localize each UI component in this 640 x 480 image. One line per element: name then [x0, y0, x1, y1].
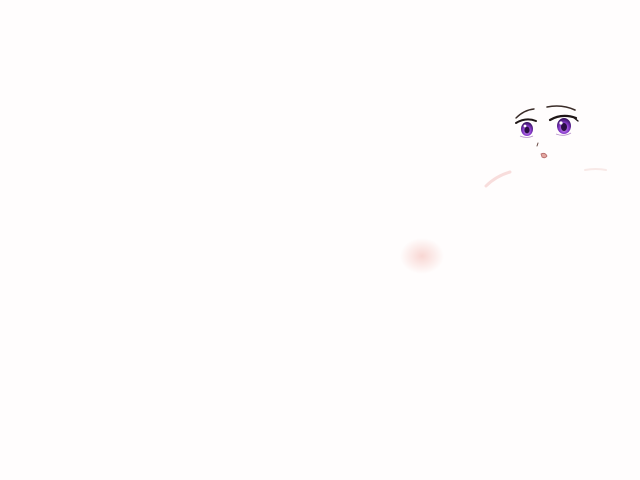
- shoulder-shadow: [484, 170, 512, 188]
- neck-shadow: [584, 168, 607, 171]
- left-brow: [515, 108, 535, 119]
- mouth: [540, 152, 548, 159]
- right-brow: [546, 105, 576, 111]
- cheek-blush: [400, 238, 444, 274]
- right-eye: [548, 114, 579, 136]
- nose: [536, 142, 539, 147]
- left-eye: [515, 118, 537, 138]
